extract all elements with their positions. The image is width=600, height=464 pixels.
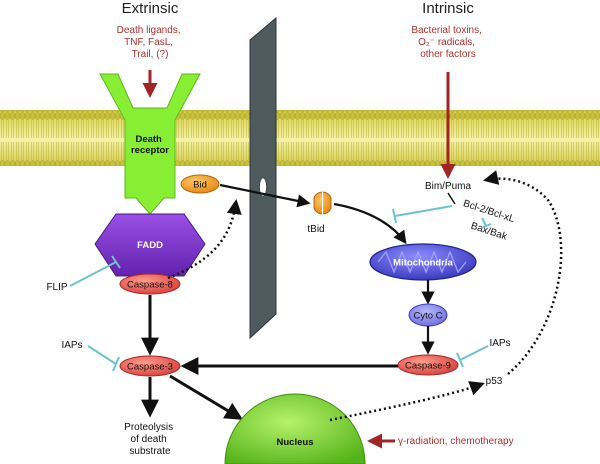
caspase-3-label: Caspase-3 <box>127 362 173 373</box>
iaps-left-inhibition-bar <box>112 356 120 372</box>
bim-puma-label: Bim/Puma <box>425 181 472 192</box>
tbid-label: tBid <box>307 224 324 235</box>
iaps-left-inhibition <box>87 345 117 365</box>
bcl2-inhibits-tbid <box>394 205 453 217</box>
tbid-to-mito-arrow <box>333 202 407 245</box>
bid-label: Bid <box>193 180 207 191</box>
bcl2-inhibits-bax <box>481 217 487 227</box>
nucleus <box>224 393 366 464</box>
mitochondria-label: Mitochondria <box>393 258 453 269</box>
casp3-to-nucleus-arrow <box>169 374 244 420</box>
proteolysis-label: Proteolysis of death substrate <box>124 422 176 457</box>
caspase-8 <box>119 273 181 295</box>
death-receptor-label: Death receptor <box>131 134 169 156</box>
p53-to-bim-dotted <box>483 170 563 375</box>
bcl2-label: Bcl-2/Bcl-xL <box>462 198 517 225</box>
iaps-right-inhibition-bar <box>456 352 464 368</box>
flip-inhibition <box>69 261 117 287</box>
cell-membrane <box>0 110 600 166</box>
casp8-to-bid-dotted <box>167 199 242 280</box>
caspase-8-label: Caspase-8 <box>127 280 173 291</box>
nucleus-to-p53-dotted <box>329 381 485 422</box>
bacterial-toxins-label: Bacterial toxins, O₂⁻ radicals, other fa… <box>411 25 484 60</box>
iaps-right-inhibition <box>459 345 489 361</box>
intrinsic-heading: Intrinsic <box>422 0 474 17</box>
panel-pore <box>259 177 267 197</box>
caspase-9-label: Caspase-9 <box>405 361 451 372</box>
flip-inhibition-bar <box>111 255 121 269</box>
extrinsic-heading: Extrinsic <box>122 0 179 17</box>
radiation-label: γ-radiation, chemotherapy <box>398 436 514 447</box>
flip-label: FLIP <box>46 282 67 293</box>
bid-to-tbid-arrow <box>219 183 311 208</box>
bim-to-bcl2 <box>447 192 456 205</box>
nucleus-label: Nucleus <box>277 437 314 448</box>
bid <box>180 174 220 194</box>
mitochondria-cristae <box>377 250 467 274</box>
p53-label: p53 <box>486 376 503 387</box>
caspase-3 <box>119 355 181 377</box>
cyto-c-label: Cyto C <box>413 311 442 322</box>
death-receptor <box>99 73 201 215</box>
fadd <box>94 213 206 277</box>
death-ligands-label: Death ligands, TNF, FasL, Trail, (?) <box>117 25 184 60</box>
iaps-right-label: IAPs <box>489 338 510 349</box>
bcl2-inhibits-bax-bar <box>480 223 492 229</box>
iaps-left-label: IAPs <box>61 340 82 351</box>
fadd-label: FADD <box>137 240 163 251</box>
bcl2-inhibits-tbid-bar <box>392 208 397 224</box>
